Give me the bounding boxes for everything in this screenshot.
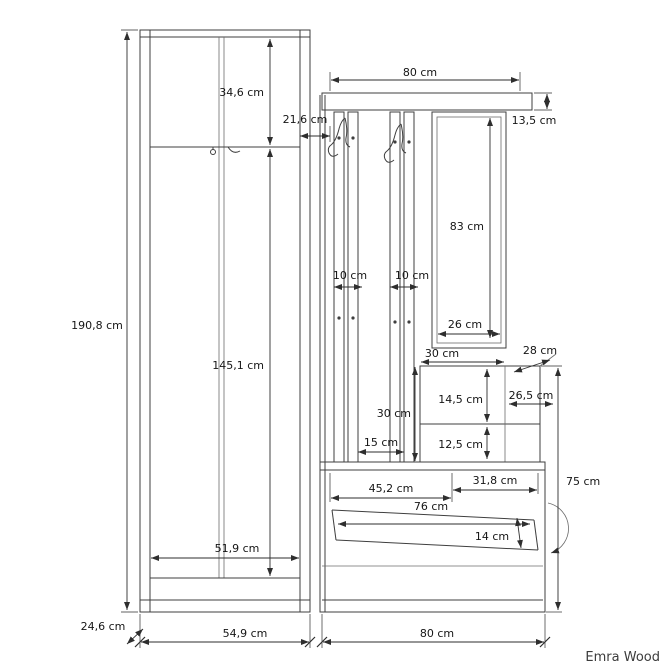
dim-label-wardrobe-width: 54,9 cm: [223, 627, 268, 640]
dim-label-flap-depth: 14 cm: [475, 530, 509, 543]
shoe-bench: [319, 461, 546, 613]
dim-label-cabinet-depth: 28 cm: [523, 344, 557, 357]
dim-cabinet-upper-opening: 14,5 cm: [438, 369, 490, 422]
coat-hook-right-icon: [383, 123, 407, 163]
dim-top-shelf-width: 80 cm: [329, 66, 521, 91]
wardrobe-outline: [139, 29, 311, 613]
dim-label-slat-gap: 15 cm: [364, 436, 398, 449]
dim-cabinet-inner-width: 26,5 cm: [509, 389, 554, 407]
dim-label-top-gap: 21,6 cm: [283, 113, 328, 126]
dim-cabinet-height: 30 cm: [377, 367, 418, 461]
dim-flap-depth: 14 cm: [475, 517, 523, 549]
dim-label-cabinet-width: 30 cm: [425, 347, 459, 360]
dim-cabinet-lower-opening: 12,5 cm: [438, 427, 490, 459]
dim-wardrobe-depth: 24,6 cm: [81, 620, 144, 645]
dim-label-base-width: 80 cm: [420, 627, 454, 640]
dim-label-wardrobe-depth: 24,6 cm: [81, 620, 126, 633]
dim-label-cabinet-inner-width: 26,5 cm: [509, 389, 554, 402]
dim-top-gap: 21,6 cm: [283, 113, 331, 142]
coat-hook-left-icon: [327, 117, 351, 157]
brand-text: Emra Wood: [585, 650, 660, 665]
dim-label-mirror-height: 83 cm: [450, 220, 484, 233]
dim-label-flap-width: 76 cm: [414, 500, 448, 513]
dim-flap-width: 76 cm: [338, 500, 530, 527]
dim-slat-left: 10 cm: [333, 269, 367, 290]
mirror: [431, 111, 507, 349]
dim-label-cabinet-upper-opening: 14,5 cm: [438, 393, 483, 406]
dim-label-cabinet-height: 30 cm: [377, 407, 411, 420]
dim-mirror-width: 26 cm: [438, 318, 500, 337]
dim-label-wardrobe-lower-section: 145,1 cm: [212, 359, 264, 372]
dim-label-top-shelf-height: 13,5 cm: [512, 114, 557, 127]
dim-wardrobe-lower-section: 145,1 cm: [212, 149, 273, 576]
dim-wardrobe-height: 190,8 cm: [71, 29, 138, 613]
dim-top-shelf-height: 13,5 cm: [512, 92, 557, 127]
dim-bench-left-section: 45,2 cm: [329, 473, 453, 502]
hanger-rail-icon: [210, 146, 241, 155]
shoe-flap-open: [331, 509, 539, 551]
dim-slat-right: 10 cm: [390, 269, 429, 290]
dim-slat-gap: 15 cm: [358, 436, 404, 455]
dim-label-top-shelf-width: 80 cm: [403, 66, 437, 79]
dim-wardrobe-top-section: 34,6 cm: [219, 39, 273, 145]
dim-cabinet-width: 30 cm: [421, 347, 504, 365]
dim-label-cabinet-lower-opening: 12,5 cm: [438, 438, 483, 451]
dim-label-bench-right-section: 31,8 cm: [473, 474, 518, 487]
dim-label-wardrobe-height: 190,8 cm: [71, 319, 123, 332]
dim-label-wardrobe-top-section: 34,6 cm: [219, 86, 264, 99]
dim-wardrobe-width: 54,9 cm: [134, 614, 316, 648]
dim-bench-right-section: 31,8 cm: [453, 473, 539, 494]
dim-label-wardrobe-inner-width: 51,9 cm: [215, 542, 260, 555]
dim-label-mirror-width: 26 cm: [448, 318, 482, 331]
dim-label-slat-left: 10 cm: [333, 269, 367, 282]
dim-label-slat-right: 10 cm: [395, 269, 429, 282]
dim-lower-height: 75 cm: [541, 365, 600, 613]
dim-label-lower-height: 75 cm: [566, 475, 600, 488]
dim-base-width: 80 cm: [316, 614, 551, 648]
dim-label-bench-left-section: 45,2 cm: [369, 482, 414, 495]
dim-wardrobe-inner-width: 51,9 cm: [151, 542, 299, 561]
dim-cabinet-depth: 28 cm: [513, 344, 557, 373]
dim-mirror-height: 83 cm: [450, 118, 493, 338]
